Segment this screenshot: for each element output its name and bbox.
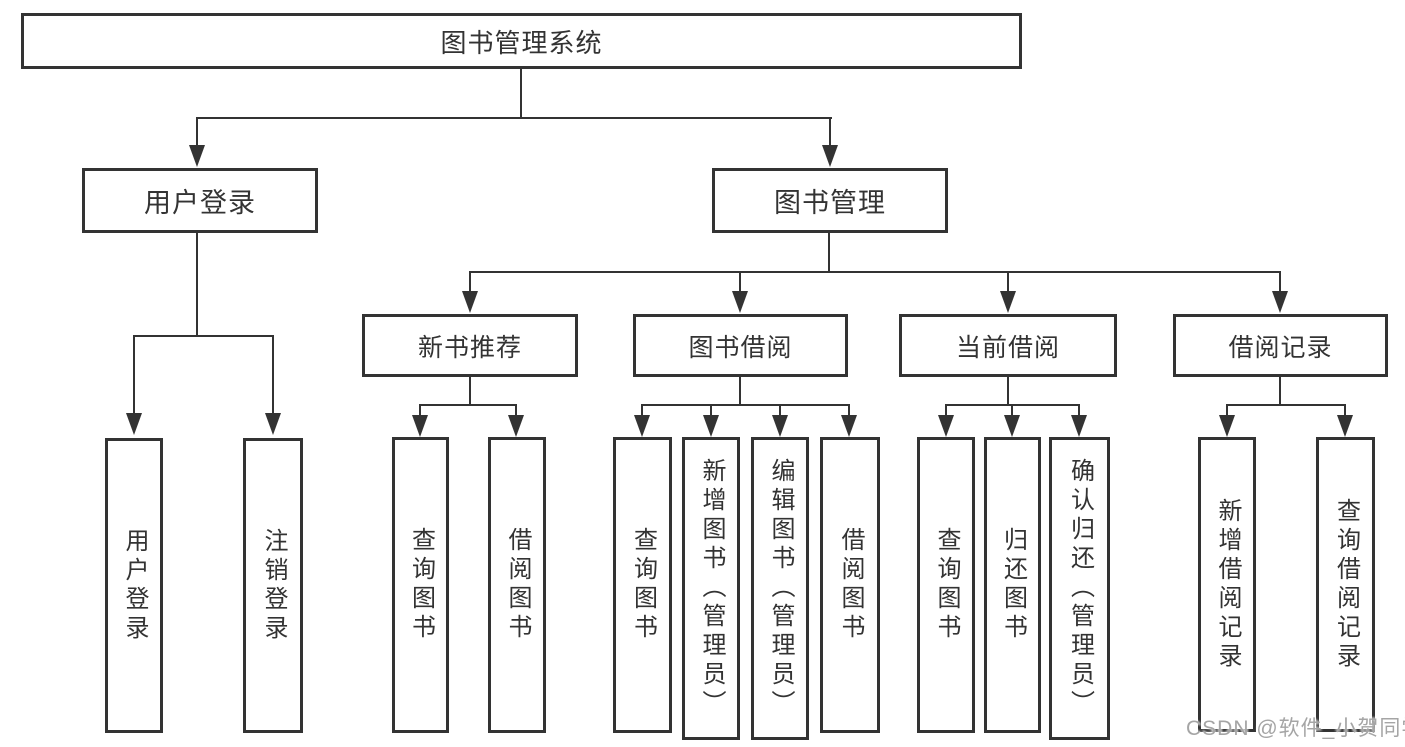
connector-line <box>133 335 274 337</box>
connector-line <box>1279 271 1281 293</box>
node-label: 查询图书 <box>407 527 435 643</box>
connector-line <box>779 404 781 416</box>
leaf-logout: 注销登录 <box>243 438 303 733</box>
leaf-nbr-query-books: 查询图书 <box>392 437 449 733</box>
node-label: 新增借阅记录 <box>1214 497 1241 672</box>
connector-line <box>196 232 198 337</box>
node-label: 图书借阅 <box>688 333 793 362</box>
node-borrowing-records: 借阅记录 <box>1173 314 1388 377</box>
arrowhead <box>508 415 524 437</box>
node-current-borrowing: 当前借阅 <box>899 314 1117 377</box>
connector-line <box>829 117 831 147</box>
connector-line <box>419 404 421 416</box>
connector-line <box>1078 404 1080 416</box>
connector-line <box>1344 404 1346 416</box>
leaf-bb-borrow-books: 借阅图书 <box>820 437 880 733</box>
node-label: 查询图书 <box>933 527 960 643</box>
arrowhead <box>732 291 748 313</box>
arrowhead <box>841 415 857 437</box>
connector-line <box>520 67 522 118</box>
node-label: 确认归还（管理员） <box>1066 458 1094 719</box>
arrowhead <box>938 415 954 437</box>
connector-line <box>469 271 471 293</box>
arrowhead <box>1004 415 1020 437</box>
connector-line <box>1279 376 1281 406</box>
arrowhead <box>412 415 428 437</box>
leaf-user-login: 用户登录 <box>105 438 163 733</box>
leaf-bb-add-books-admin: 新增图书（管理员） <box>682 437 740 740</box>
connector-line <box>1007 376 1009 406</box>
leaf-bb-query-books: 查询图书 <box>613 437 672 733</box>
arrowhead <box>1071 415 1087 437</box>
node-user-login: 用户登录 <box>82 168 318 233</box>
arrowhead <box>189 145 205 167</box>
connector-line <box>1227 404 1346 406</box>
node-library-system: 图书管理系统 <box>21 13 1022 69</box>
leaf-br-add-record: 新增借阅记录 <box>1198 437 1256 732</box>
connector-line <box>469 271 1281 273</box>
node-label: 查询图书 <box>629 527 657 643</box>
node-label: 新书推荐 <box>417 333 522 362</box>
node-label: 图书管理 <box>774 188 886 218</box>
arrowhead <box>1337 415 1353 437</box>
leaf-br-query-record: 查询借阅记录 <box>1316 437 1375 732</box>
node-book-borrowing: 图书借阅 <box>633 314 848 377</box>
arrowhead <box>822 145 838 167</box>
connector-line <box>641 404 643 416</box>
csdn-watermark: CSDN @软件_小贺同学 <box>1186 717 1405 740</box>
connector-line <box>420 404 517 406</box>
arrowhead <box>462 291 478 313</box>
connector-line <box>739 376 741 406</box>
leaf-cb-confirm-return-admin: 确认归还（管理员） <box>1049 437 1110 740</box>
node-label: 归还图书 <box>999 527 1027 643</box>
node-label: 新增图书（管理员） <box>698 458 725 719</box>
connector-line <box>848 404 850 416</box>
arrowhead <box>1272 291 1288 313</box>
node-label: 查询借阅记录 <box>1332 497 1360 672</box>
leaf-cb-return-books: 归还图书 <box>984 437 1041 733</box>
node-label: 当前借阅 <box>955 333 1060 362</box>
arrowhead <box>634 415 650 437</box>
connector-line <box>515 404 517 416</box>
arrowhead <box>772 415 788 437</box>
connector-line <box>196 117 198 147</box>
connector-line <box>739 271 741 293</box>
arrowhead <box>1000 291 1016 313</box>
node-label: 借阅图书 <box>504 527 531 643</box>
arrowhead <box>703 415 719 437</box>
arrowhead <box>126 413 142 435</box>
connector-line <box>1007 271 1009 293</box>
connector-line <box>469 376 471 406</box>
connector-line <box>641 404 850 406</box>
leaf-nbr-borrow-books: 借阅图书 <box>488 437 546 733</box>
leaf-cb-query-books: 查询图书 <box>917 437 975 733</box>
connector-line <box>710 404 712 416</box>
node-label: 注销登录 <box>260 527 287 644</box>
node-label: 借阅记录 <box>1228 333 1333 362</box>
connector-line <box>828 232 830 273</box>
leaf-bb-edit-books-admin: 编辑图书（管理员） <box>751 437 809 740</box>
node-book-management: 图书管理 <box>712 168 948 233</box>
node-label: 用户登录 <box>121 527 148 644</box>
node-label: 借阅图书 <box>837 527 864 643</box>
node-label: 编辑图书（管理员） <box>767 458 794 719</box>
arrowhead <box>265 413 281 435</box>
connector-line <box>1226 404 1228 416</box>
node-label: 图书管理系统 <box>440 27 603 58</box>
arrowhead <box>1219 415 1235 437</box>
node-new-book-recommend: 新书推荐 <box>362 314 578 377</box>
node-label: 用户登录 <box>144 188 256 218</box>
connector-line <box>196 117 832 119</box>
connector-line <box>1011 404 1013 416</box>
connector-line <box>945 404 947 416</box>
connector-line <box>133 335 135 415</box>
connector-line <box>272 335 274 415</box>
